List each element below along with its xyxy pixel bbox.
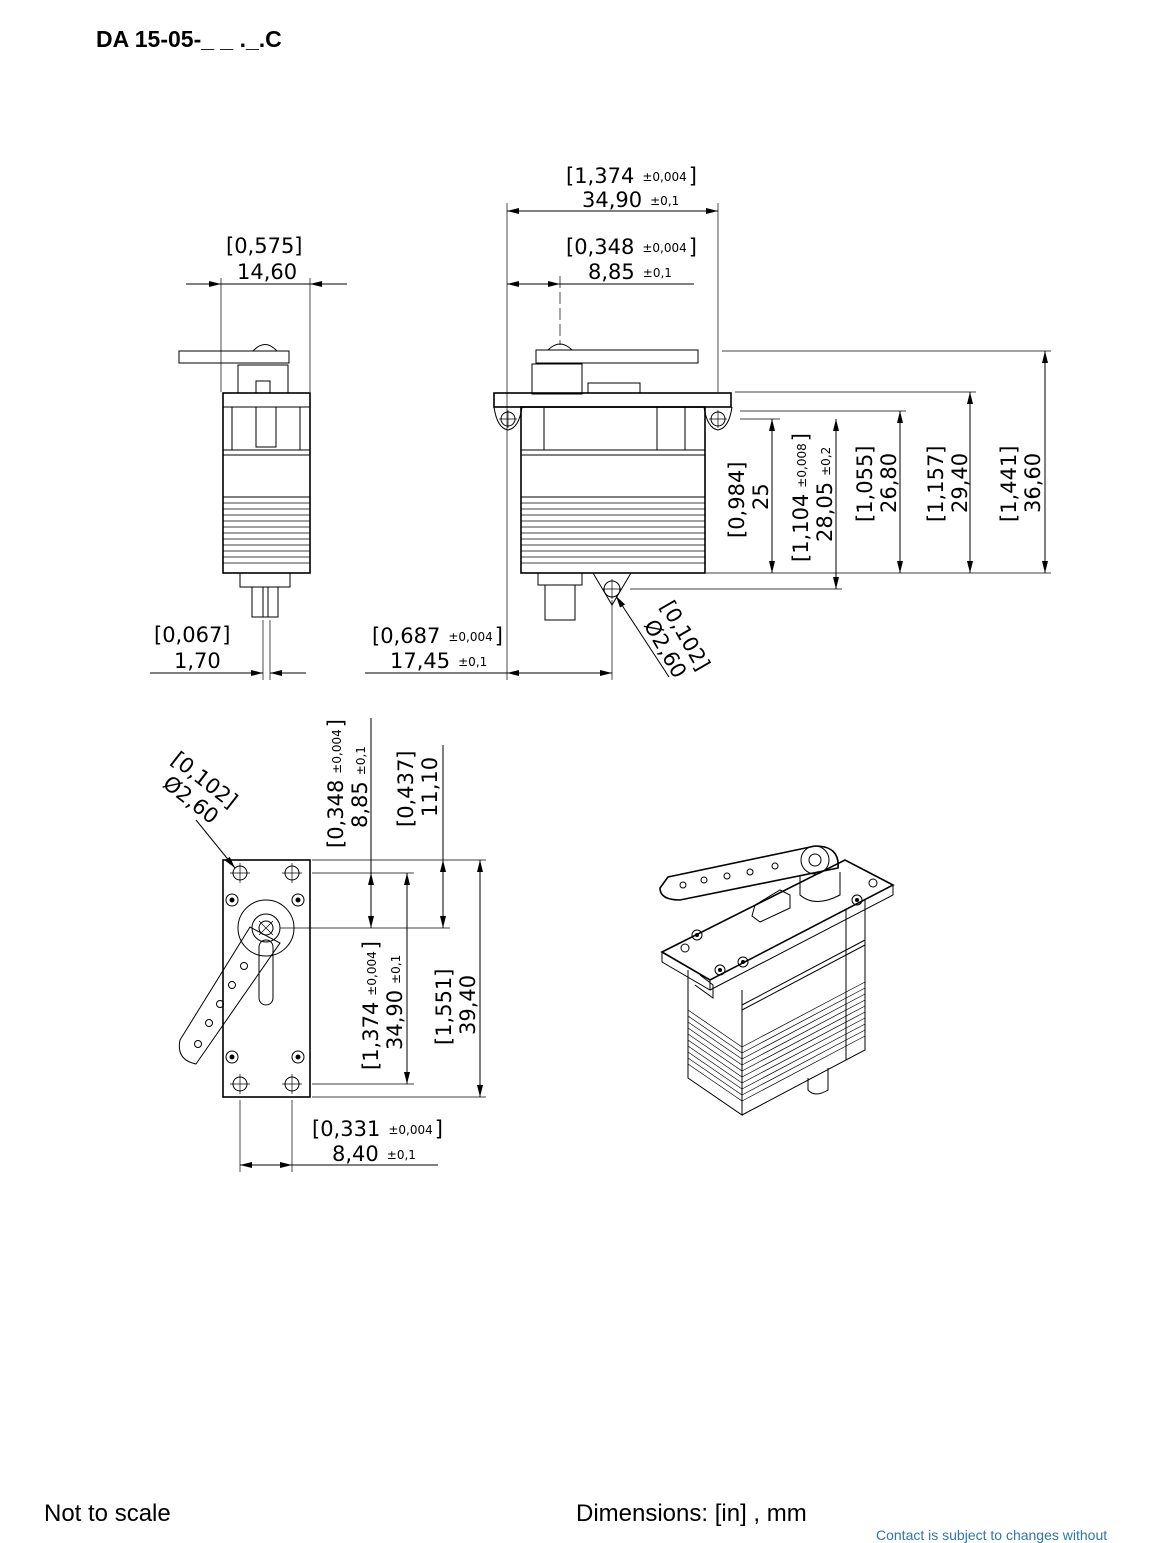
svg-text:[1,551]: [1,551]	[432, 968, 456, 1045]
svg-text:8,85±0,1: 8,85±0,1	[588, 260, 672, 284]
side-shaft	[251, 586, 279, 618]
dim-front-hole-dia: [0,102] Ø2,60	[639, 597, 715, 683]
dim-side-shaft-in: [0,067]	[154, 623, 231, 647]
front-view	[365, 203, 1051, 680]
svg-text:[1,374±0,004]: [1,374±0,004]	[566, 164, 697, 188]
dim-height-1055: [1,055] 26,80	[853, 445, 901, 522]
dim-front-total: [1,374±0,004] 34,90±0,1	[566, 164, 697, 212]
top-slot	[258, 939, 274, 1006]
svg-text:[0,984]: [0,984]	[725, 461, 749, 538]
dim-side-width-in: [0,575]	[226, 234, 303, 258]
top-holes	[225, 863, 305, 1094]
svg-text:[0,437]: [0,437]	[394, 750, 418, 827]
top-body	[222, 859, 311, 1098]
top-arm	[178, 926, 281, 1065]
svg-text:[0,348±0,004]: [0,348±0,004]	[324, 719, 348, 848]
dim-top-348: [0,348±0,004] 8,85±0,1	[324, 719, 372, 848]
svg-text:[1,441]: [1,441]	[997, 445, 1021, 522]
svg-text:[1,374±0,004]: [1,374±0,004]	[359, 941, 383, 1070]
iso-fins	[687, 981, 866, 1102]
dim-height-1441: [1,441] 36,60	[997, 445, 1045, 522]
side-fins	[223, 502, 310, 564]
front-flange	[493, 392, 732, 408]
page-title: DA 15-05-_ _ ._.C	[96, 26, 282, 52]
front-body	[520, 406, 706, 574]
svg-text:26,80: 26,80	[877, 453, 901, 513]
iso-arm	[659, 845, 839, 901]
svg-text:[0,687±0,004]: [0,687±0,004]	[372, 624, 503, 648]
dim-top-1551: [1,551] 39,40	[432, 968, 480, 1045]
footer-units-note: Dimensions: [in] , mm	[576, 1500, 807, 1527]
front-hub	[531, 363, 583, 395]
dim-top-1374: [1,374±0,004] 34,90±0,1	[359, 941, 407, 1070]
svg-text:17,45±0,1: 17,45±0,1	[390, 649, 487, 673]
svg-text:[1,104±0,008]: [1,104±0,008]	[789, 433, 813, 562]
front-arm	[535, 349, 699, 364]
svg-text:36,60: 36,60	[1021, 453, 1045, 513]
svg-text:[0,348±0,004]: [0,348±0,004]	[566, 235, 697, 259]
svg-text:8,40±0,1: 8,40±0,1	[332, 1142, 416, 1166]
side-arm	[178, 350, 290, 364]
svg-text:11,10: 11,10	[418, 757, 442, 817]
dim-side-shaft-mm: 1,70	[174, 649, 221, 673]
svg-text:[1,055]: [1,055]	[853, 445, 877, 522]
svg-text:34,90±0,1: 34,90±0,1	[582, 188, 679, 212]
dim-top-hole-dia: [0,102] Ø2,60	[158, 747, 242, 829]
dim-front-shaft: [0,348±0,004] 8,85±0,1	[566, 235, 697, 284]
svg-text:28,05±0,2: 28,05±0,2	[813, 447, 837, 542]
svg-text:34,90±0,1: 34,90±0,1	[383, 955, 407, 1050]
isometric-view	[659, 845, 895, 1116]
side-hub	[237, 364, 289, 394]
side-arm-screw	[252, 344, 278, 352]
dim-height-984: [0,984] 25	[725, 461, 773, 538]
footer-link[interactable]: Contact is subject to changes without	[876, 1527, 1108, 1543]
front-shaft	[544, 584, 576, 621]
svg-text:8,85±0,1: 8,85±0,1	[348, 746, 372, 828]
dim-front-hole-pos: [0,687±0,004] 17,45±0,1	[372, 624, 503, 673]
top-view	[178, 718, 486, 1172]
dim-height-1157: [1,157] 29,40	[924, 445, 972, 522]
svg-text:25: 25	[749, 483, 773, 510]
svg-text:29,40: 29,40	[948, 453, 972, 513]
side-body	[222, 392, 311, 574]
front-fins	[521, 502, 705, 564]
svg-text:39,40: 39,40	[456, 975, 480, 1035]
footer-scale-note: Not to scale	[44, 1500, 171, 1527]
svg-text:[1,157]: [1,157]	[924, 445, 948, 522]
dim-height-1104: [1,104±0,008] 28,05±0,2	[789, 433, 837, 562]
dim-side-width-mm: 14,60	[237, 260, 297, 284]
side-view	[150, 278, 347, 680]
svg-text:[0,331±0,004]: [0,331±0,004]	[312, 1117, 443, 1141]
dim-top-331: [0,331±0,004] 8,40±0,1	[312, 1117, 443, 1166]
dim-top-437: [0,437] 11,10	[394, 750, 442, 827]
